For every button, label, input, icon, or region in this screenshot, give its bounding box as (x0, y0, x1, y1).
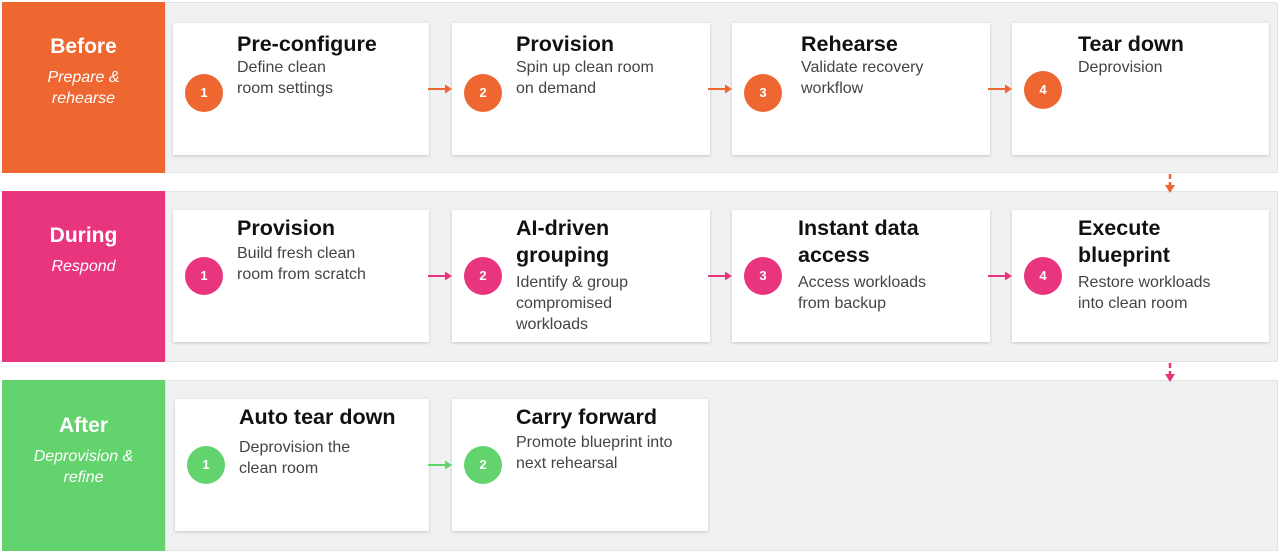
step-number-badge: 4 (1024, 257, 1062, 295)
step-card-before-4: 4 Tear down Deprovision (1012, 23, 1269, 155)
arrow-right-icon (428, 460, 452, 470)
phase-label-after: After Deprovision & refine (2, 380, 165, 551)
step-title: Rehearse (801, 32, 898, 56)
phase-label-during: During Respond (2, 191, 165, 362)
arrow-right-icon (988, 84, 1012, 94)
step-number-badge: 3 (744, 257, 782, 295)
step-title: Provision (237, 216, 335, 240)
phase-label-before: Before Prepare & rehearse (2, 2, 165, 173)
step-number-badge: 3 (744, 74, 782, 112)
arrow-right-icon (428, 84, 452, 94)
phase-name: After (58, 414, 108, 437)
arrow-right-icon (988, 271, 1012, 281)
phase-name: During (49, 224, 118, 247)
step-number-badge: 2 (464, 446, 502, 484)
arrow-down-icon (1165, 174, 1175, 193)
phase-name: Before (50, 35, 117, 58)
arrow-right-icon (708, 84, 732, 94)
step-number-badge: 4 (1024, 71, 1062, 109)
step-title: Auto tear down (239, 405, 396, 429)
phase-subtitle: Prepare & rehearse (47, 69, 120, 107)
step-number-badge: 2 (464, 257, 502, 295)
step-number-badge: 1 (185, 74, 223, 112)
arrow-down-icon (1165, 363, 1175, 382)
step-number-badge: 1 (185, 257, 223, 295)
arrow-right-icon (428, 271, 452, 281)
step-title: Tear down (1078, 32, 1184, 56)
step-title: Pre-configure (237, 32, 377, 56)
step-description: Deprovision (1078, 59, 1163, 76)
step-title: Carry forward (516, 405, 657, 429)
phase-subtitle: Deprovision & refine (33, 448, 134, 486)
phase-subtitle: Respond (51, 258, 116, 275)
arrow-right-icon (708, 271, 732, 281)
step-number-badge: 2 (464, 74, 502, 112)
step-title: Provision (516, 32, 614, 56)
step-number-badge: 1 (187, 446, 225, 484)
